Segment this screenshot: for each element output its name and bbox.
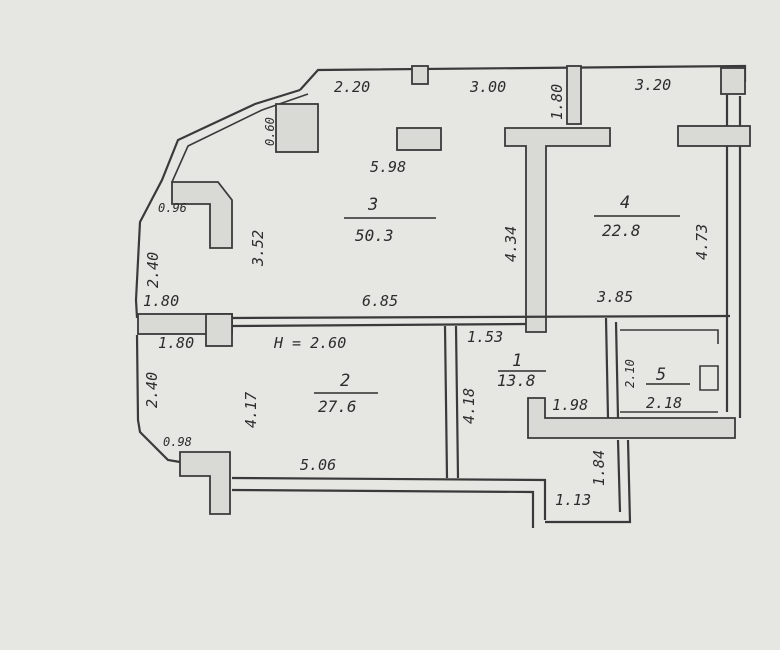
svg-text:1.80: 1.80 [548,84,566,120]
svg-text:5: 5 [656,365,666,385]
svg-text:1.53: 1.53 [467,328,503,346]
wall-blocks [137,65,751,515]
dimension-labels: 2.20 3.00 3.20 1.80 0.60 0.96 5.98 3.52 … [143,76,711,509]
interior-walls [231,314,731,479]
room-label-5: 5 2.18 [646,365,690,412]
svg-text:0.96: 0.96 [158,201,187,215]
svg-text:1.98: 1.98 [552,396,588,414]
room-label-1: 1 13.8 [497,351,546,390]
svg-text:0.98: 0.98 [163,435,192,449]
lower-bay-wall [135,334,181,464]
bay-wall [134,88,301,319]
svg-text:1.80: 1.80 [143,292,179,310]
svg-text:5.06: 5.06 [300,456,336,474]
stair-wall [545,439,632,524]
svg-text:27.6: 27.6 [318,397,357,416]
svg-text:4.18: 4.18 [460,388,478,424]
svg-text:3: 3 [367,195,378,215]
svg-text:H = 2.60: H = 2.60 [273,334,346,352]
svg-text:2.18: 2.18 [646,394,682,412]
svg-text:2.40: 2.40 [144,252,162,288]
svg-text:0.60: 0.60 [263,117,277,146]
svg-text:2.20: 2.20 [334,78,370,96]
room-label-4: 4 22.8 [594,193,680,240]
svg-text:3.52: 3.52 [249,230,267,267]
bottom-wall-main [231,476,547,520]
svg-text:1.84: 1.84 [590,450,608,486]
svg-text:3.00: 3.00 [469,78,506,96]
outer-walls [134,64,747,528]
svg-text:2: 2 [340,371,350,391]
svg-text:1.80: 1.80 [158,334,194,352]
svg-text:4.17: 4.17 [242,392,260,428]
room-label-3: 3 50.3 [344,195,436,245]
svg-text:50.3: 50.3 [355,226,394,245]
room-label-2: 2 27.6 [314,371,378,416]
svg-text:2.40: 2.40 [143,372,161,408]
svg-text:13.8: 13.8 [497,371,536,390]
svg-text:1: 1 [512,351,522,371]
svg-text:5.98: 5.98 [370,158,406,176]
svg-text:1.13: 1.13 [555,491,591,509]
svg-text:6.85: 6.85 [362,292,398,310]
svg-text:4.73: 4.73 [693,224,711,260]
svg-text:4.34: 4.34 [502,226,520,262]
svg-text:3.20: 3.20 [634,76,671,94]
svg-text:22.8: 22.8 [602,221,641,240]
svg-text:2.10: 2.10 [623,359,637,388]
svg-text:3.85: 3.85 [596,288,633,306]
svg-text:4: 4 [620,193,630,213]
